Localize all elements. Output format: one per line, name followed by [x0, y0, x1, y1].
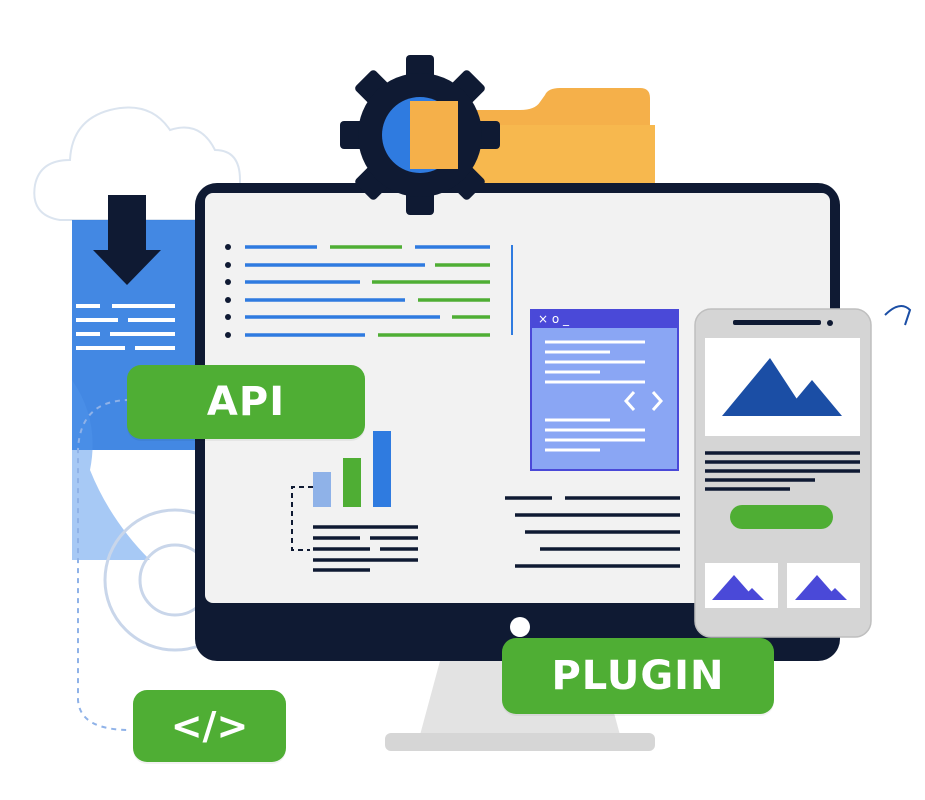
download-arrow-icon [93, 195, 161, 285]
code-lines [225, 244, 513, 338]
plugin-badge: PLUGIN [502, 638, 774, 714]
code-label: </> [170, 704, 249, 748]
gear-icon [340, 55, 500, 215]
bar-chart-icon [291, 431, 418, 572]
cable [884, 305, 912, 326]
code-brackets-icon [623, 391, 664, 411]
phone [694, 308, 872, 638]
window-controls: × o _ [538, 312, 570, 326]
plugin-label: PLUGIN [551, 653, 725, 699]
dashed-connector [77, 399, 131, 731]
mountain-image-icon [722, 358, 842, 416]
api-badge: API [127, 365, 365, 439]
code-window [530, 309, 679, 471]
text-lines-right [505, 496, 680, 568]
panel-lines [76, 304, 175, 350]
cloud-icon [33, 106, 241, 221]
code-badge: </> [133, 690, 286, 762]
api-label: API [206, 379, 286, 425]
